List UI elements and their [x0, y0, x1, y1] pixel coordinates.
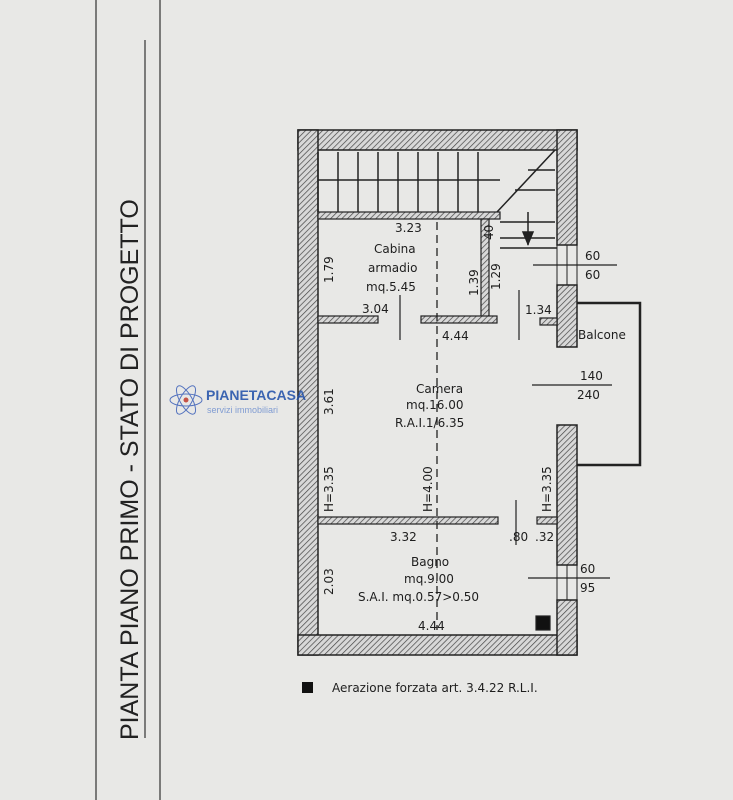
dim-3-61: 3.61: [322, 388, 336, 415]
dim-0-32: .32: [535, 530, 554, 544]
dim-3-32: 3.32: [390, 530, 417, 544]
ventilation-legend-icon: [302, 682, 313, 693]
balcony-outline: [577, 301, 642, 467]
cabina-label-2: armadio: [368, 261, 417, 275]
dim-2-03: 2.03: [322, 568, 336, 595]
height-left: H=3.35: [322, 466, 336, 512]
camera-rai: R.A.I.1/6.35: [395, 416, 464, 430]
cabina-label: Cabina: [374, 242, 416, 256]
watermark-logo: PIANETACASA servizi immobiliari: [169, 385, 306, 415]
bagno-sai: S.A.I. mq.0.57>0.50: [358, 590, 479, 604]
staircase: [317, 149, 557, 249]
watermark-brand: PIANETACASA: [206, 387, 306, 403]
window-1-width: 60: [585, 249, 600, 263]
dim-1-79: 1.79: [322, 256, 336, 283]
camera-area: mq.16.00: [406, 398, 463, 412]
cabina-area: mq.5.45: [366, 280, 416, 294]
outer-walls: [297, 129, 578, 656]
dim-0-80: .80: [509, 530, 528, 544]
dim-3-04: 3.04: [362, 302, 389, 316]
dim-0-40: 40: [482, 225, 496, 240]
bagno-area: mq.9.00: [404, 572, 454, 586]
dim-4-44-bottom: 4.44: [418, 619, 445, 633]
atom-icon: [169, 385, 203, 415]
camera-label: Camera: [416, 382, 463, 396]
dim-1-29: 1.29: [489, 263, 503, 290]
dim-1-39: 1.39: [467, 269, 481, 296]
balcone-label: Balcone: [578, 328, 626, 342]
dim-3-23: 3.23: [395, 221, 422, 235]
interior-walls: [317, 211, 558, 631]
height-right: H=3.35: [540, 466, 554, 512]
dim-4-44-top: 4.44: [442, 329, 469, 343]
door-height: 240: [577, 388, 600, 402]
dim-1-34: 1.34: [525, 303, 552, 317]
height-center: H=4.00: [421, 466, 435, 512]
dimension-lines: [399, 264, 617, 579]
door-width: 140: [580, 369, 603, 383]
window-2: [556, 564, 578, 601]
window-2-height: 95: [580, 581, 595, 595]
legend-text: Aerazione forzata art. 3.4.22 R.L.I.: [332, 681, 538, 695]
watermark-sub: servizi immobiliari: [207, 405, 278, 415]
window-2-width: 60: [580, 562, 595, 576]
window-1-height: 60: [585, 268, 600, 282]
plan-title: PIANTA PIANO PRIMO - STATO DI PROGETTO: [116, 199, 144, 740]
bagno-label: Bagno: [411, 555, 449, 569]
